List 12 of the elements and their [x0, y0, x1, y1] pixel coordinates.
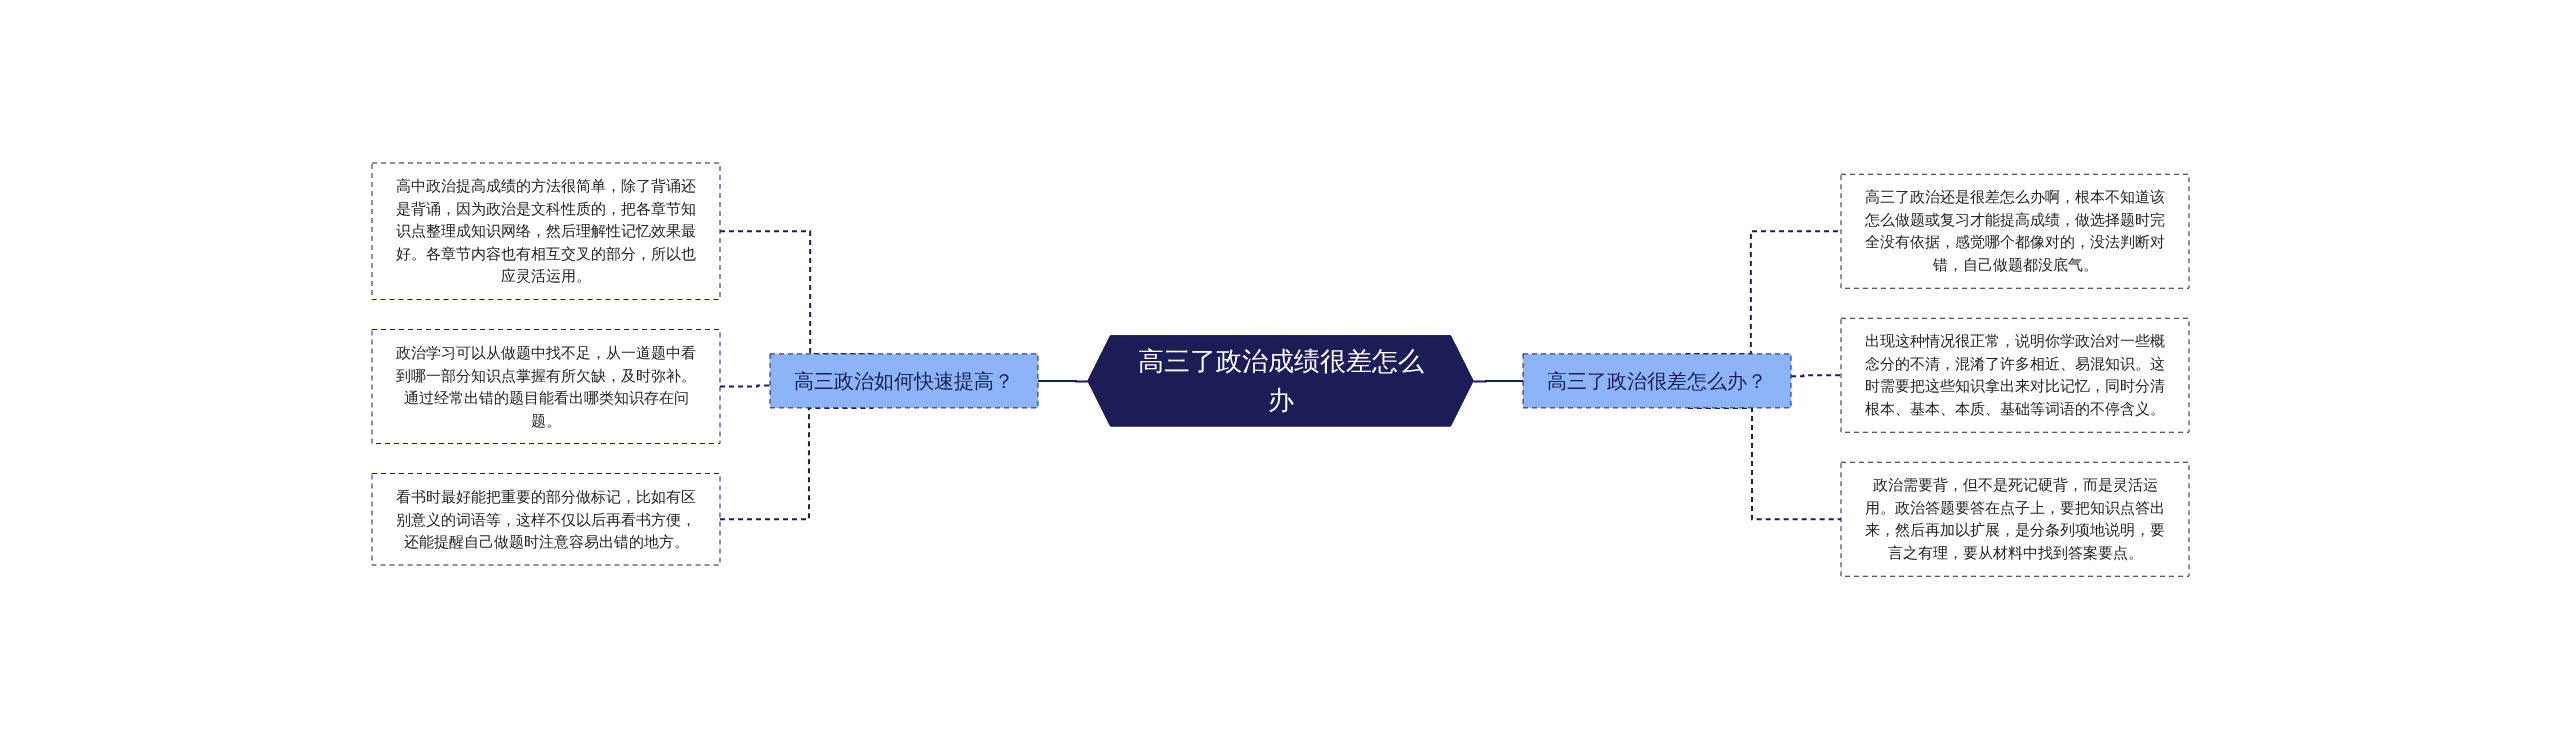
node-box: 高三政治如何快速提高？ — [769, 353, 1038, 409]
node-box: 政治学习可以从做题中找不足，从一道题中看到哪一部分知识点掌握有所欠缺，及时弥补。通过经常出错的题目能看出哪类知识存在问题。 — [371, 328, 720, 444]
node-box: 政治需要背，但不是死记硬背，而是灵活运用。政治答题要答在点子上，要把知识点答出来，然后再加以扩展，是分条列项地说明，要言之有理，要从材料中找到答案要点。 — [1840, 461, 2189, 577]
node-box: 高三了政治很差怎么办？ — [1522, 353, 1791, 409]
node-box: 高中政治提高成绩的方法很简单，除了背诵还是背诵，因为政治是文科性质的，把各章节知识点整理成知识网络，然后理解性记忆效果最好。各章节内容也有相互交叉的部分，所以也应灵活运用。 — [371, 162, 720, 300]
node-box: 出现这种情况很正常，说明你学政治对一些概念分的不清，混淆了许多相近、易混知识。这时需要把这些知识拿出来对比记忆，同时分清根本、基本、本质、基础等词语的不停含义。 — [1840, 317, 2189, 433]
connector — [1789, 374, 1842, 377]
connector — [718, 384, 771, 388]
connector — [1036, 379, 1089, 383]
connector — [1472, 379, 1524, 383]
node-box: 高三了政治还是很差怎么办啊，根本不知道该怎么做题或复习才能提高成绩，做选择题时完全没有依据，感觉哪个都像对的，没法判断对错，自己做题都没底气。 — [1840, 173, 2189, 289]
node-box: 看书时最好能把重要的部分做标记，比如有区别意义的词语等，这样不仅以后再看书方便，还能提醒自己做题时注意容易出错的地方。 — [371, 472, 720, 566]
